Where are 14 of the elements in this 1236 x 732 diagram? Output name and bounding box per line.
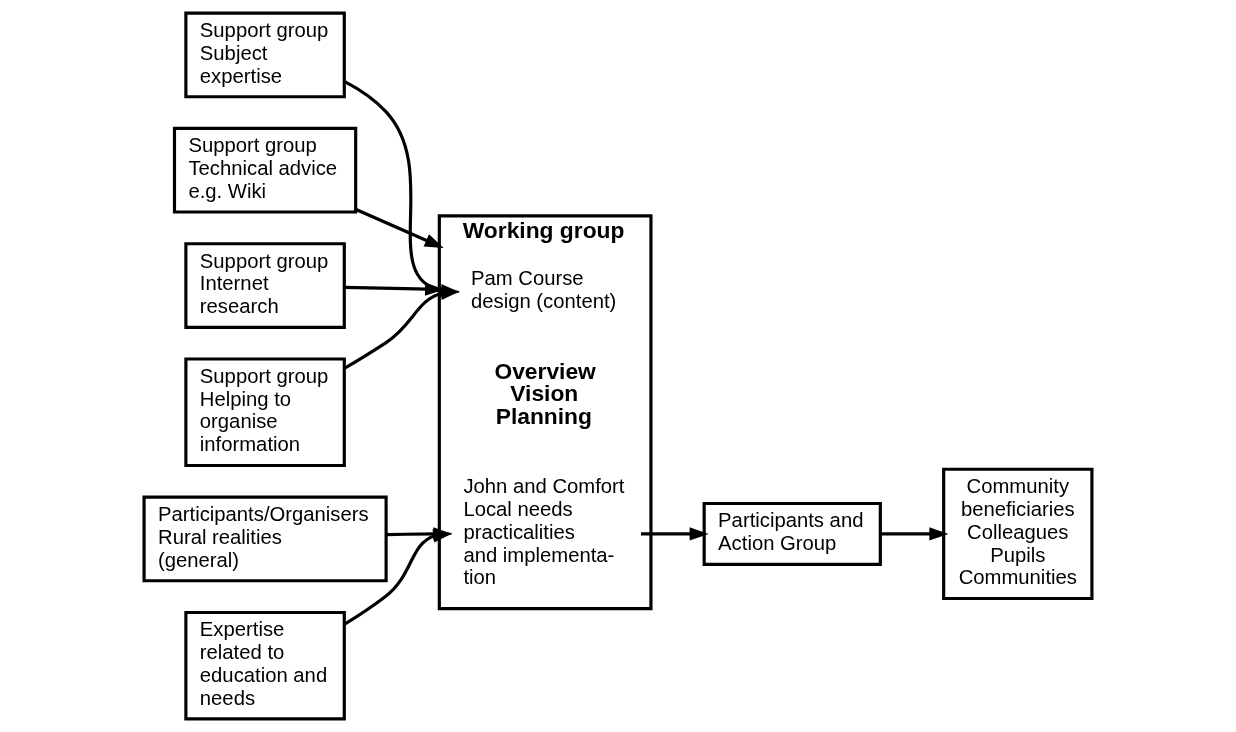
node-text: Overview Vision Planning [494,357,596,430]
node-box: Expertise related to education and needs [184,610,346,721]
arrow [640,527,709,541]
node-text: John and Comfort Local needs practicalities and implementa- tion [463,475,625,589]
node-box: Support group Internet research [184,242,346,329]
arrow [355,208,444,248]
arrow [880,527,949,541]
node-box: Participants and Action Group [702,501,882,566]
node-box: Support group Technical advice e.g. Wiki [172,126,358,214]
node-text: Pam Course design (content) [471,267,617,313]
node-box: Community beneficiaries Colleagues Pupils Communities [942,467,1094,601]
node-box: Support group Subject expertise [184,11,346,99]
node-box: Support group Helping to organise information [184,357,346,468]
node-box: Participants/Organisers Rural realities (general) [142,495,388,583]
